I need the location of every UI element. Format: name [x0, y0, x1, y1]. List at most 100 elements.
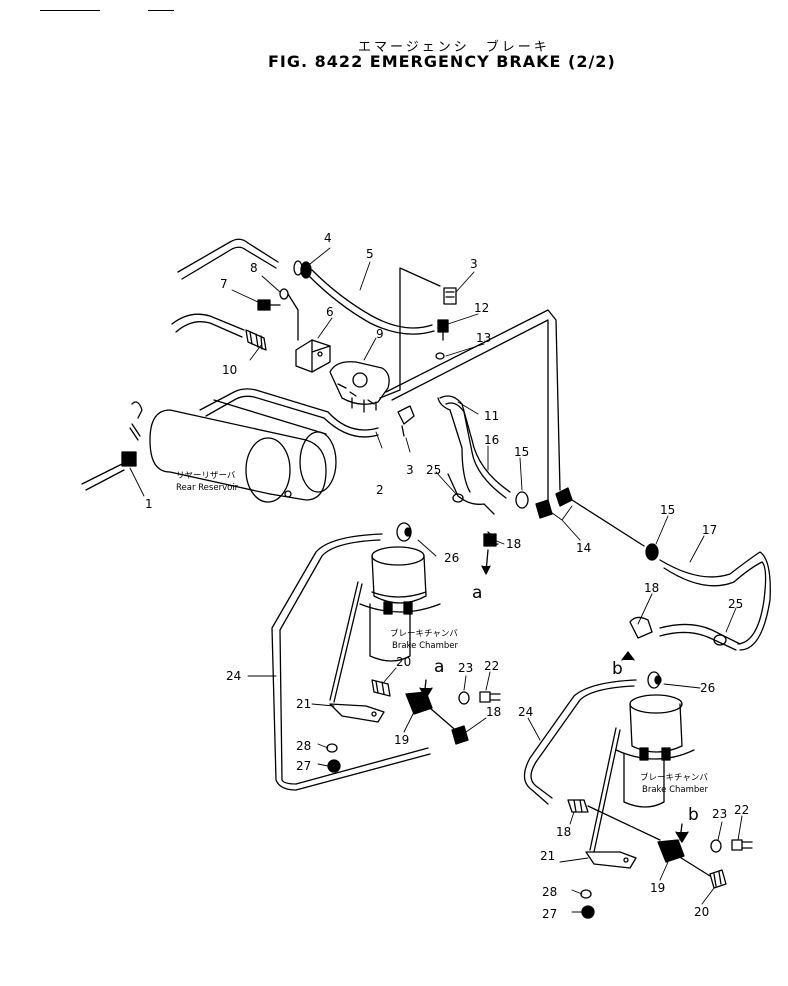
valve-19-right — [657, 823, 711, 877]
callout-25-right: 25 — [728, 597, 743, 611]
callout-1: 1 — [145, 497, 153, 511]
hose-25-right — [659, 623, 741, 651]
nut-27-right — [581, 905, 595, 919]
callout-4: 4 — [324, 231, 332, 245]
callout-28-left: 28 — [296, 739, 311, 753]
bracket-21-right — [585, 851, 637, 869]
chamber-label-jp-right: ブレーキチャンバ — [640, 772, 708, 783]
washer-23-left — [458, 691, 470, 705]
callout-16: 16 — [484, 433, 499, 447]
callout-14: 14 — [576, 541, 591, 555]
fitting-26-left — [396, 522, 412, 542]
hose-25-top — [447, 473, 495, 515]
fitting-26-right — [647, 671, 662, 689]
fitting-18-right — [567, 799, 661, 841]
elbow-20-left — [371, 679, 391, 697]
figure-title-japanese: エマージェンシ ブレーキ — [358, 40, 550, 55]
chamber-label-left: Brake Chamber — [392, 641, 459, 651]
bolt-22-right — [731, 839, 753, 851]
valve-9 — [329, 361, 390, 413]
fitting-3-mid — [397, 405, 415, 437]
washer-8 — [279, 288, 299, 341]
callout-10: 10 — [222, 363, 237, 377]
bracket-frame — [379, 267, 561, 501]
callout-24-right: 24 — [518, 705, 533, 719]
reservoir-label: Rear Reservoir — [176, 483, 239, 493]
callout-19-right: 19 — [650, 881, 665, 895]
callout-21-right: 21 — [540, 849, 555, 863]
fitting-15-14 — [515, 487, 573, 519]
rear-reservoir — [149, 399, 337, 503]
fitting-18-top — [481, 531, 499, 575]
callout-18-left: 18 — [486, 705, 501, 719]
callout-17: 17 — [702, 523, 717, 537]
connection-letters: a a b b — [434, 583, 699, 825]
reservoir-label-jp: リヤーリザーバ — [176, 471, 236, 481]
fitting-3-top — [443, 287, 457, 305]
nut-27-left — [327, 759, 341, 773]
callout-28-right: 28 — [542, 885, 557, 899]
callout-6: 6 — [326, 305, 334, 319]
letter-a-mid: a — [434, 657, 444, 677]
brake-chamber-left — [359, 546, 441, 662]
letter-a-top: a — [472, 583, 482, 603]
callout-27-left: 27 — [296, 759, 311, 773]
callout-2: 2 — [376, 483, 384, 497]
washer-28-left — [326, 743, 338, 753]
callout-26-left: 26 — [444, 551, 459, 565]
callout-12: 12 — [474, 301, 489, 315]
chamber-label-right: Brake Chamber — [642, 785, 709, 795]
fitting-4 — [293, 260, 312, 279]
callout-22-left: 22 — [484, 659, 499, 673]
header-rule-right — [148, 10, 174, 11]
callout-27-right: 27 — [542, 907, 557, 921]
header-rule-left — [40, 10, 100, 11]
callout-26-right: 26 — [700, 681, 715, 695]
callout-3-top: 3 — [470, 257, 478, 271]
valve-19-left — [405, 679, 461, 735]
pipe-top-left — [177, 238, 279, 280]
washer-28-right — [580, 889, 592, 899]
callout-13: 13 — [476, 331, 491, 345]
hose-left-mid — [171, 313, 245, 338]
callout-15-left: 15 — [514, 445, 529, 459]
callout-20-left: 20 — [396, 655, 411, 669]
leader-lines — [129, 247, 743, 913]
bolt-7 — [257, 299, 281, 311]
callout-15-right: 15 — [660, 503, 675, 517]
callout-23-right: 23 — [712, 807, 727, 821]
callout-7: 7 — [220, 277, 228, 291]
elbow-20-right — [709, 869, 727, 889]
bracket-21-left — [329, 703, 385, 723]
callout-21-left: 21 — [296, 697, 311, 711]
callout-18-mid: 18 — [644, 581, 659, 595]
callout-18-top: 18 — [506, 537, 521, 551]
bracket-6 — [295, 339, 331, 373]
fitting-1 — [81, 401, 143, 491]
letter-b-mid: b — [612, 659, 623, 679]
callout-24-left: 24 — [226, 669, 241, 683]
part-labels: リヤーリザーバ Rear Reservoir ブレーキチャンバ Brake Ch… — [176, 471, 709, 795]
hose-17 — [571, 499, 771, 651]
hose-5 — [308, 269, 435, 335]
bolt-22-left — [479, 691, 501, 703]
washer-13 — [435, 352, 445, 360]
rod-left — [329, 581, 363, 703]
elbow-10 — [245, 329, 267, 351]
pipe-24-right — [523, 679, 637, 805]
tube-16-11 — [437, 395, 511, 499]
chamber-label-jp-left: ブレーキチャンバ — [390, 628, 458, 639]
callout-23-left: 23 — [458, 661, 473, 675]
callout-25-top: 25 — [426, 463, 441, 477]
callout-5: 5 — [366, 247, 374, 261]
bolt-12 — [437, 319, 449, 341]
callout-3-mid: 3 — [406, 463, 414, 477]
elbow-18-left — [451, 725, 469, 745]
brake-chamber-right — [615, 694, 695, 808]
callout-8: 8 — [250, 261, 258, 275]
figure-title: FIG. 8422 EMERGENCY BRAKE (2/2) — [268, 52, 616, 71]
rod-right — [589, 727, 621, 853]
callout-18-right: 18 — [556, 825, 571, 839]
